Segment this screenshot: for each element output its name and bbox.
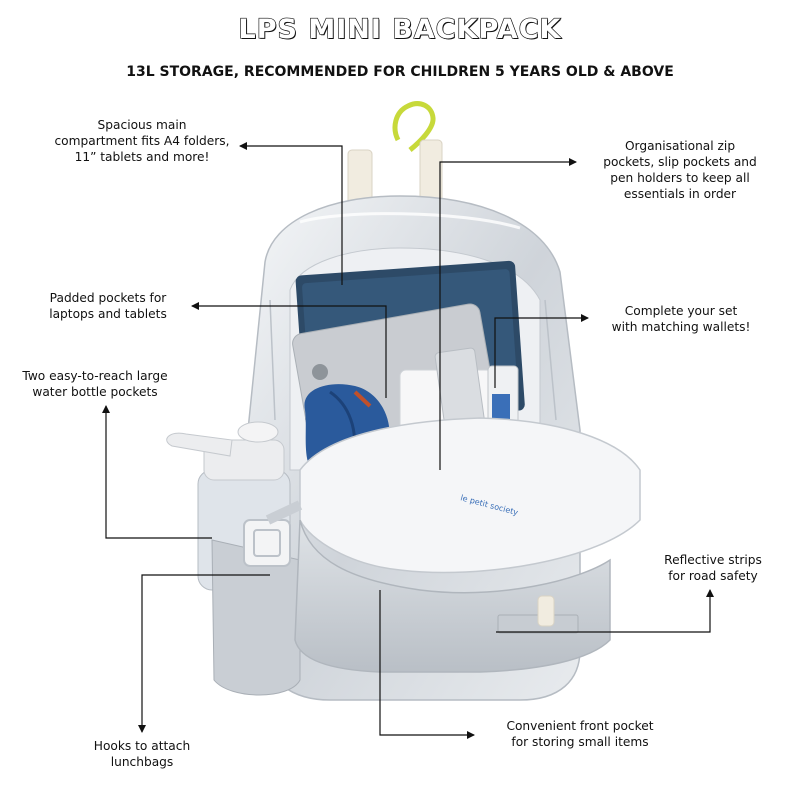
water-bottle (166, 421, 301, 696)
callout-organisational-pockets: Organisational zip pockets, slip pockets… (590, 138, 770, 202)
callout-line: water bottle pockets (32, 385, 158, 399)
callout-matching-wallets: Complete your set with matching wallets! (596, 303, 766, 335)
callout-line: for storing small items (511, 735, 649, 749)
arrow-main-compartment (239, 142, 343, 285)
callout-line: Two easy-to-reach large (22, 369, 168, 383)
callout-line: pen holders to keep all (610, 171, 750, 185)
arrow-reflective (496, 589, 714, 633)
callout-line: essentials in order (623, 187, 737, 201)
callout-line: Hooks to attach (93, 739, 191, 753)
callout-line: compartment fits A4 folders, (54, 134, 230, 148)
callout-line: laptops and tablets (49, 307, 167, 321)
callout-line: Complete your set (624, 304, 738, 318)
callout-line: Reflective strips (664, 553, 762, 567)
callout-line: lunchbags (110, 755, 174, 769)
callout-line: pockets, slip pockets and (603, 155, 757, 169)
callout-main-compartment: Spacious main compartment fits A4 folder… (36, 117, 248, 165)
callout-front-pocket: Convenient front pocket for storing smal… (480, 718, 680, 750)
callout-line: 11” tablets and more! (74, 150, 210, 164)
arrow-padded (191, 302, 387, 398)
callout-line: with matching wallets! (611, 320, 751, 334)
callout-reflective-strips: Reflective strips for road safety (638, 552, 788, 584)
callout-lunchbag-hooks: Hooks to attach lunchbags (62, 738, 222, 770)
carabiner-hook (392, 101, 436, 152)
callout-line: for road safety (668, 569, 758, 583)
arrow-bottle (102, 405, 212, 539)
lunchbag-hook (243, 500, 303, 567)
page-subtitle: 13L STORAGE, RECOMMENDED FOR CHILDREN 5 … (126, 64, 674, 80)
callout-line: Organisational zip (624, 139, 736, 153)
front-pocket: le petit society (294, 417, 641, 673)
callout-line: Padded pockets for (49, 291, 167, 305)
callout-bottle-pockets: Two easy-to-reach large water bottle poc… (10, 368, 180, 400)
callout-line: Convenient front pocket (506, 719, 654, 733)
arrow-front-pocket (379, 590, 475, 739)
arrow-wallets (494, 314, 589, 388)
arrow-organisational (439, 158, 577, 470)
page-title: LPS MINI BACKPACK (238, 13, 562, 45)
callout-line: Spacious main (97, 118, 187, 132)
arrow-hooks (138, 574, 270, 733)
callout-padded-pockets: Padded pockets for laptops and tablets (28, 290, 188, 322)
